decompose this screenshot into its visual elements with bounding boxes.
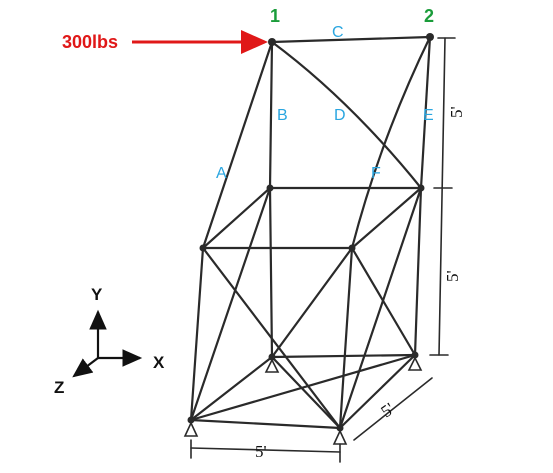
member-label-d: D [334, 107, 346, 124]
diagonal-2 [201, 246, 342, 430]
member-label-b: B [277, 107, 288, 124]
base-diagonal-2 [270, 355, 342, 430]
dim-depth-line [353, 377, 433, 441]
axis-label-x: X [153, 353, 165, 372]
node-label-2: 2 [424, 6, 434, 26]
coordinate-axes [72, 309, 143, 378]
lower-vertical-back-left [268, 186, 274, 359]
base-back-edge [270, 353, 417, 359]
support-front-left [183, 421, 199, 437]
joint-base-back-left [268, 353, 276, 361]
support-back-left [264, 358, 280, 373]
base-right-edge [338, 353, 417, 430]
base-diagonal-1 [189, 353, 417, 422]
dim-height-line [438, 37, 446, 356]
diagonal-1 [189, 186, 272, 422]
support-back-right [407, 356, 423, 371]
z-axis-arrow [72, 357, 99, 378]
member-d [270, 40, 423, 190]
node-label-1: 1 [270, 6, 280, 26]
truss-members [189, 35, 432, 430]
diagonal-3 [270, 246, 354, 359]
lower-vertical-front-left [189, 246, 205, 422]
joint-2 [426, 33, 434, 41]
joint-base-front-left [187, 416, 195, 424]
lower-vertical-back-right [413, 186, 423, 357]
member-label-e: E [423, 107, 434, 124]
member-c [270, 35, 432, 44]
joint-middle-back-right [417, 184, 425, 192]
joint-middle-front-left [199, 244, 207, 252]
member-f [350, 35, 432, 250]
joint-middle-back-left [266, 184, 274, 192]
member-a [201, 40, 274, 250]
middle-right-edge [350, 186, 423, 250]
joint-base-front-right [336, 424, 344, 432]
dim-label-width: 5' [255, 442, 267, 461]
member-e [419, 35, 432, 190]
member-label-c: C [332, 24, 344, 41]
dimension-lines [190, 37, 456, 463]
joint-middle-front-right [348, 244, 356, 252]
dim-label-height-upper: 5' [447, 106, 466, 118]
load-label: 300lbs [62, 32, 118, 52]
middle-left-edge [201, 186, 272, 250]
axis-label-y: Y [91, 285, 103, 304]
base-front-edge [189, 418, 342, 430]
diagonal-5 [338, 186, 423, 430]
member-label-a: A [216, 165, 227, 182]
axis-label-z: Z [54, 378, 64, 397]
joint-1 [268, 38, 276, 46]
base-left-edge [189, 355, 274, 422]
joints [187, 33, 434, 432]
dim-label-height-lower: 5' [443, 270, 462, 282]
joint-base-back-right [411, 351, 419, 359]
member-b [268, 40, 274, 190]
support-front-right [332, 429, 348, 445]
member-label-f: F [371, 165, 381, 182]
dim-width-line [190, 447, 341, 453]
dim-label-depth: 5' [377, 399, 397, 421]
lower-vertical-front-right [338, 246, 354, 430]
